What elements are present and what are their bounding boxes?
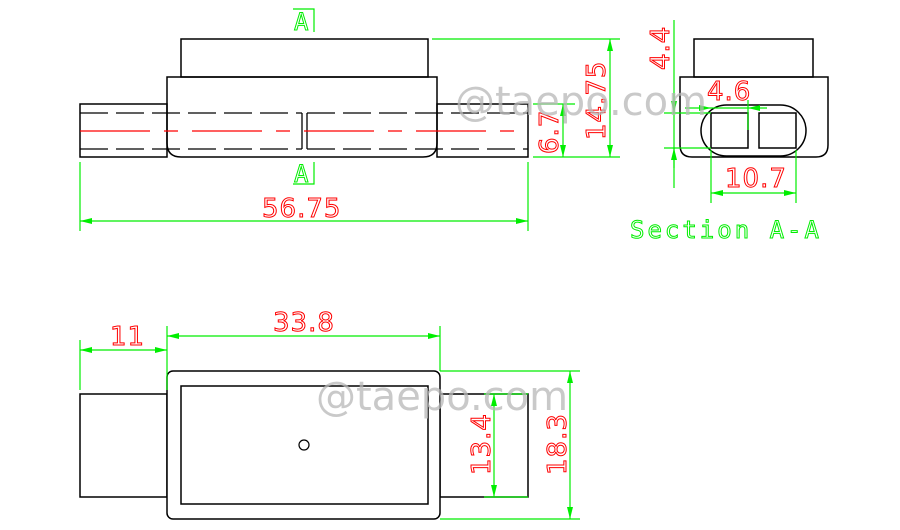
section-marker-top: A — [293, 8, 315, 37]
body-inner — [180, 385, 429, 505]
bottom-view — [79, 370, 529, 520]
svg-text:A: A — [294, 8, 311, 36]
dim-cable-height — [533, 103, 575, 157]
dim-text-oval-width: 10.7 — [725, 164, 787, 194]
section-body — [679, 76, 829, 158]
section-title: Section A-A — [630, 216, 822, 244]
dim-text-stub-height: 13.4 — [467, 413, 497, 475]
watermark-bottom: @taepo.com — [316, 374, 568, 420]
dim-text-height: 14.75 — [582, 61, 612, 140]
dim-body-height — [440, 370, 580, 520]
dim-text-overall-length: 56.75 — [262, 194, 341, 224]
dim-oval-width — [710, 150, 797, 203]
dim-stub-height — [484, 393, 528, 498]
hidden-lines — [80, 112, 528, 150]
section-top-block — [693, 38, 814, 78]
dim-text-body-length: 33.8 — [273, 308, 335, 338]
dim-body-length — [167, 326, 441, 371]
section-square-left — [710, 112, 749, 149]
watermark-top: @taepo.com — [455, 79, 707, 125]
svg-text:A: A — [294, 160, 311, 188]
dim-overall-length — [79, 162, 529, 231]
stub-left — [79, 393, 168, 498]
body-outer — [166, 370, 441, 520]
section-marker-bottom: A — [293, 160, 315, 189]
dim-text-top-offset: 4.4 — [646, 26, 676, 70]
section-square-right — [758, 112, 797, 149]
dim-text-body-height: 18.3 — [543, 413, 573, 475]
dim-text-cable-height: 6.7 — [535, 110, 565, 154]
dim-square-width — [685, 100, 767, 130]
dim-top-offset — [664, 20, 711, 188]
top-block — [180, 38, 429, 78]
center-hole — [298, 439, 310, 451]
dim-text-square-width: 4.6 — [707, 77, 751, 107]
dim-text-stub-length: 11 — [110, 322, 145, 352]
dim-height — [432, 38, 620, 158]
front-view — [79, 38, 529, 158]
